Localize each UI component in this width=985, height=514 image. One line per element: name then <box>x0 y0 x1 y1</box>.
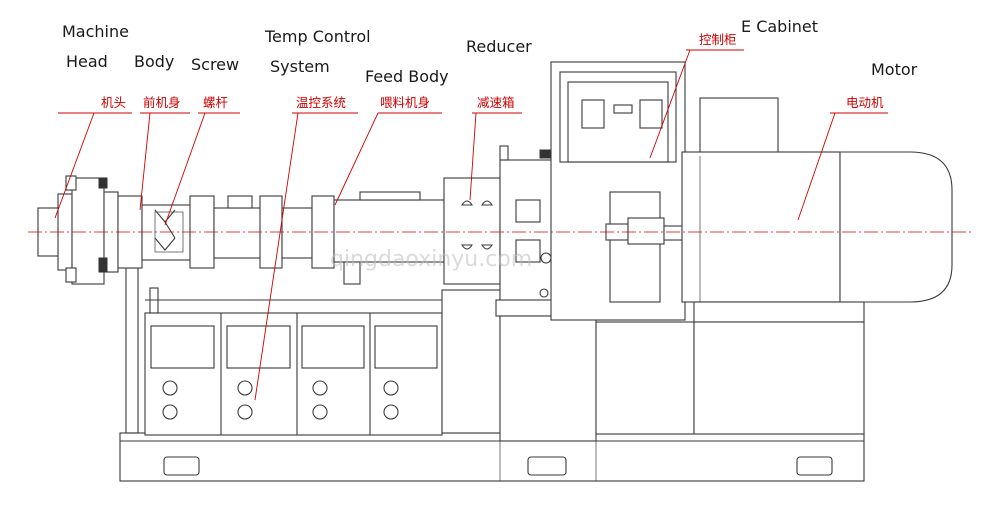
label-e-cabinet: E Cabinet <box>741 17 818 36</box>
label-reducer-cn: 减速箱 <box>477 95 515 110</box>
label-body-cn: 前机身 <box>143 95 181 110</box>
label-motor: Motor <box>871 60 918 79</box>
base-frame <box>119 432 865 482</box>
label-reducer: Reducer <box>466 37 532 56</box>
label-temp-control-line1: Temp Control <box>264 27 371 46</box>
label-machine-head-cn: 机头 <box>101 95 126 110</box>
machine-head <box>37 175 119 285</box>
label-feed-body-cn: 喂料机身 <box>380 95 430 110</box>
label-motor-cn: 电动机 <box>846 95 884 110</box>
e-cabinet <box>550 61 695 435</box>
label-screw: Screw <box>191 55 239 74</box>
label-temp-control-line2: System <box>270 57 330 76</box>
label-e-cabinet-cn: 控制柜 <box>699 32 737 47</box>
english-labels: Machine Head Body Screw Temp Control Sys… <box>62 17 918 86</box>
label-body: Body <box>134 52 174 71</box>
label-machine-head-line2: Head <box>66 52 108 71</box>
label-temp-control-cn: 温控系统 <box>296 95 346 110</box>
watermark-text: qingdaoxinyu.com <box>330 247 532 272</box>
leader-lines <box>54 49 888 401</box>
label-feed-body: Feed Body <box>365 67 449 86</box>
motor <box>681 97 953 435</box>
label-screw-cn: 螺杆 <box>203 95 229 110</box>
barrel-supports <box>125 267 501 434</box>
temp-control-cabinets <box>144 312 443 436</box>
label-machine-head-line1: Machine <box>62 22 129 41</box>
chinese-labels: 机头 前机身 螺杆 温控系统 喂料机身 减速箱 控制柜 电动机 <box>101 32 884 110</box>
